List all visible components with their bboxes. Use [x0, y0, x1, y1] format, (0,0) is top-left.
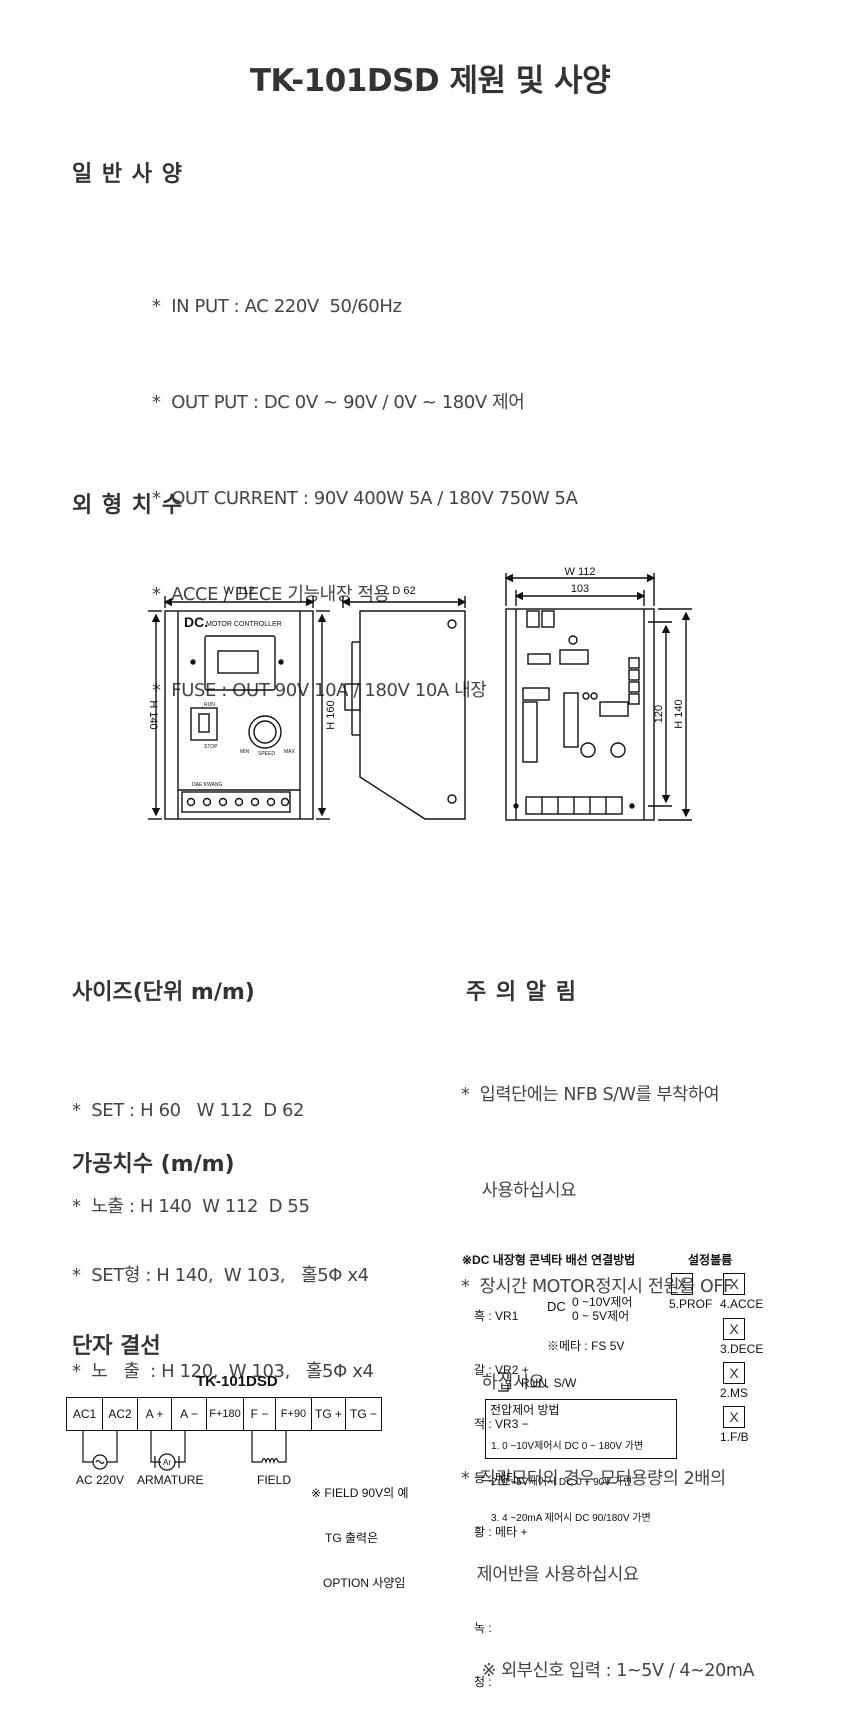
wire-label: 등 : 메타 − — [474, 1471, 528, 1485]
caution-item: * 입력단에는 NFB S/W를 부착하여 — [461, 1085, 720, 1105]
size-heading: 사이즈(단위 m/m) — [72, 980, 255, 1005]
brand-label: DC. — [184, 614, 208, 630]
wire-label: 청 : — [474, 1675, 492, 1689]
maker-label: DAE KWANG — [192, 782, 222, 788]
size-list: * SET : H 60 W 112 D 62 * 노출 : H 140 W 1… — [72, 1031, 310, 1255]
terminal-block: AC1 AC2 A + A − F+180 F − F+90 TG + TG − — [66, 1397, 382, 1431]
caution-item: * 장시간 MOTOR정지시 전원을 OFF — [461, 1277, 733, 1297]
general-spec-list: * IN PUT : AC 220V 50/60Hz * OUT PUT : D… — [152, 227, 578, 739]
front-view — [148, 596, 330, 820]
side-view — [341, 596, 467, 820]
terminal-cell: F+90 — [276, 1398, 312, 1430]
method-title: 전압제어 방법 — [490, 1403, 560, 1417]
terminal-cell: TG − — [349, 1407, 377, 1421]
side-height-label: H 160 — [325, 700, 337, 729]
armature-label: ARMATURE — [137, 1473, 204, 1487]
dial-min-label: MIN — [240, 749, 250, 755]
meter-note: ※메타 : FS 5V — [547, 1339, 625, 1353]
terminal-notes: ※ FIELD 90V의 예 TG 출력은 OPTION 사양임 — [311, 1456, 409, 1606]
run-label: RUN — [204, 702, 215, 708]
setting-box-ms: X — [723, 1362, 745, 1384]
run-switch-label: RUN S/W — [521, 1376, 577, 1390]
ac-source-symbol — [92, 1454, 108, 1470]
wire-label: 녹 : — [474, 1621, 492, 1635]
wire-label: 흑 : VR1 — [474, 1309, 519, 1323]
field-label: FIELD — [257, 1473, 292, 1487]
page-title: TK-101DSD 제원 및 사양 — [249, 63, 611, 99]
setting-box-dece: X — [723, 1318, 745, 1340]
setting-box-fb: X — [723, 1406, 745, 1428]
front-width-label: W 112 — [224, 585, 255, 597]
back-view — [504, 573, 692, 821]
terminal-model: TK-101DSD — [196, 1373, 278, 1390]
dc-label: DC — [547, 1299, 566, 1314]
terminal-wiring: Ar — [82, 1431, 287, 1471]
machining-list: * SET형 : H 140, W 103, 홀5Φ x4 * 노 출 : H … — [72, 1196, 374, 1420]
dimensions-heading: 외 형 치 수 — [72, 493, 183, 518]
dial-speed-label: SPEED — [258, 751, 275, 757]
dial-max-label: MAX — [284, 749, 296, 755]
general-spec-heading: 일 반 사 양 — [72, 162, 183, 187]
dc-value-2: 0 ~ 5V제어 — [572, 1309, 630, 1323]
method-item: 3. 4 ~20mA 제어시 DC 90/180V 가변 — [491, 1513, 651, 1524]
terminal-cell: A − — [172, 1398, 207, 1430]
setting-box-acce: X — [723, 1273, 745, 1295]
front-height-label: H 140 — [147, 700, 159, 729]
run-switch-symbol — [498, 1372, 511, 1392]
back-width-label: W 112 — [565, 566, 596, 578]
size-item: * 노출 : H 140 W 112 D 55 — [72, 1196, 310, 1217]
stop-label: STOP — [204, 744, 218, 750]
terminal-note: TG 출력은 — [325, 1531, 379, 1545]
setting-label-fb: 1.F/B — [720, 1430, 749, 1444]
terminal-cell: AC1 — [67, 1398, 103, 1430]
spec-item: * IN PUT : AC 220V 50/60Hz — [152, 296, 402, 317]
setting-label-prof: 5.PROF — [669, 1297, 713, 1311]
terminal-cell: F+180 — [207, 1398, 244, 1430]
size-item: * SET : H 60 W 112 D 62 — [72, 1100, 305, 1121]
back-height-label: H 140 — [673, 699, 685, 728]
caution-item: * 직권모터의 경우 모터용량의 2배의 — [461, 1469, 726, 1489]
caution-item: 제어반을 사용하십시요 — [461, 1565, 639, 1585]
brand-sub-label: MOTOR CONTROLLER — [206, 621, 282, 628]
terminal-cell: AC2 — [103, 1398, 138, 1430]
wire-label: 적 : VR3 − — [474, 1417, 529, 1431]
terminal-row — [181, 791, 291, 813]
method-item: 2. 0 ~5V제어시 DC 0 ~ 90V 가변 — [491, 1477, 633, 1488]
connector-title: ※DC 내장형 콘넥타 배선 연결방법 — [462, 1253, 636, 1267]
terminal-heading: 단자 결선 — [72, 1334, 161, 1359]
field-coil-symbol — [261, 1457, 279, 1465]
terminal-cell: A + — [138, 1398, 172, 1430]
dc-value-1: 0 ~10V제어 — [572, 1295, 633, 1309]
voltage-control-box: 전압제어 방법 1. 0 ~10V제어시 DC 0 ~ 180V 가변 2. 0… — [485, 1399, 677, 1524]
motor-symbol-label: Ar — [163, 1458, 171, 1467]
terminal-cell: F − — [244, 1398, 276, 1430]
ac-label: AC 220V — [76, 1473, 125, 1487]
side-depth-label: D 62 — [392, 585, 415, 597]
wire-label: 황 : 메타 + — [474, 1525, 528, 1539]
back-inner-height-label: 120 — [653, 705, 665, 723]
machining-item: * 노 출 : H 120, W 103, 홀5Φ x4 — [72, 1361, 374, 1382]
caution-item: 사용하십시요 — [461, 1181, 577, 1201]
caution-heading: 주 의 알 림 — [466, 980, 577, 1005]
machining-heading: 가공치수 (m/m) — [72, 1152, 235, 1177]
setting-label-ms: 2.MS — [720, 1386, 749, 1400]
machining-item: * SET형 : H 140, W 103, 홀5Φ x4 — [72, 1265, 369, 1286]
caution-item: 하십시요. — [461, 1373, 550, 1393]
terminal-note: ※ FIELD 90V의 예 — [311, 1486, 409, 1500]
spec-item: * OUT CURRENT : 90V 400W 5A / 180V 750W … — [152, 488, 578, 509]
setting-box-prof: X — [671, 1273, 693, 1295]
setting-label-dece: 3.DECE — [720, 1342, 764, 1356]
method-item: 1. 0 ~10V제어시 DC 0 ~ 180V 가변 — [491, 1441, 644, 1452]
back-inner-width-label: 103 — [571, 583, 589, 595]
terminal-note: OPTION 사양임 — [323, 1576, 406, 1590]
spec-item: * OUT PUT : DC 0V ~ 90V / 0V ~ 180V 제어 — [152, 392, 525, 413]
setting-label-acce: 4.ACCE — [720, 1297, 764, 1311]
terminal-cell: TG + — [312, 1398, 346, 1430]
settings-title: 설정볼륨 — [688, 1253, 733, 1267]
armature-motor-symbol — [158, 1453, 176, 1471]
dimension-drawing: W 112 H 140 H 160 D 62 W 112 103 120 H 1… — [147, 566, 692, 821]
method-list: 1. 0 ~10V제어시 DC 0 ~ 180V 가변 2. 0 ~5V제어시 … — [491, 1417, 651, 1549]
